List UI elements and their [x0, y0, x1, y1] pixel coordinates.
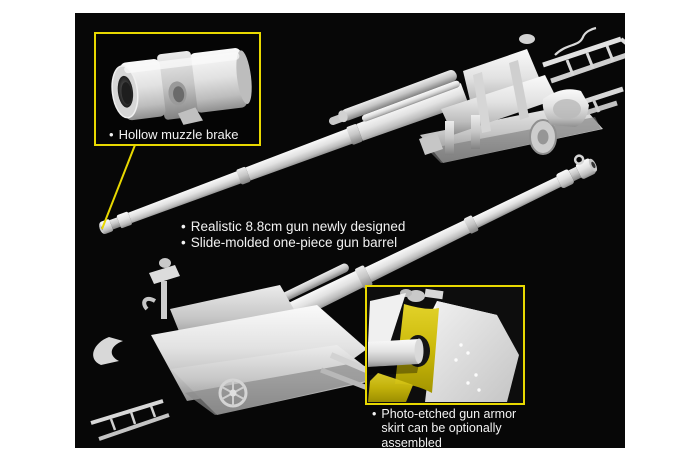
- muzzle-brake-callout-box: [94, 32, 261, 230]
- product-stage: • Hollow muzzle brake • Realistic 8.8cm …: [75, 13, 625, 448]
- armor-skirt-caption-text: Photo-etched gun armor skirt can be opti…: [381, 407, 517, 448]
- feature-note-line: • Realistic 8.8cm gun newly designed: [181, 219, 405, 235]
- armor-skirt-callout-box: [365, 285, 525, 405]
- bullet-icon: •: [372, 407, 377, 421]
- muzzle-brake-render: [111, 48, 252, 125]
- feature-note-line: • Slide-molded one-piece gun barrel: [181, 235, 405, 251]
- bullet-icon: •: [181, 235, 186, 250]
- gun-lower-render: [90, 154, 598, 441]
- callout-leader-line: [101, 144, 136, 230]
- product-artwork: [90, 26, 625, 441]
- armor-skirt-caption: • Photo-etched gun armor skirt can be op…: [372, 407, 521, 448]
- muzzle-brake-caption: • Hollow muzzle brake: [109, 127, 239, 142]
- feature-note-text: Slide-molded one-piece gun barrel: [190, 235, 398, 250]
- bullet-icon: •: [181, 219, 186, 234]
- feature-notes: • Realistic 8.8cm gun newly designed • S…: [181, 219, 405, 251]
- armor-skirt-render: [368, 288, 522, 402]
- bullet-icon: •: [109, 127, 114, 142]
- muzzle-brake-caption-text: Hollow muzzle brake: [118, 127, 239, 142]
- gun-upper-render: [99, 26, 625, 234]
- feature-note-text: Realistic 8.8cm gun newly designed: [190, 219, 406, 234]
